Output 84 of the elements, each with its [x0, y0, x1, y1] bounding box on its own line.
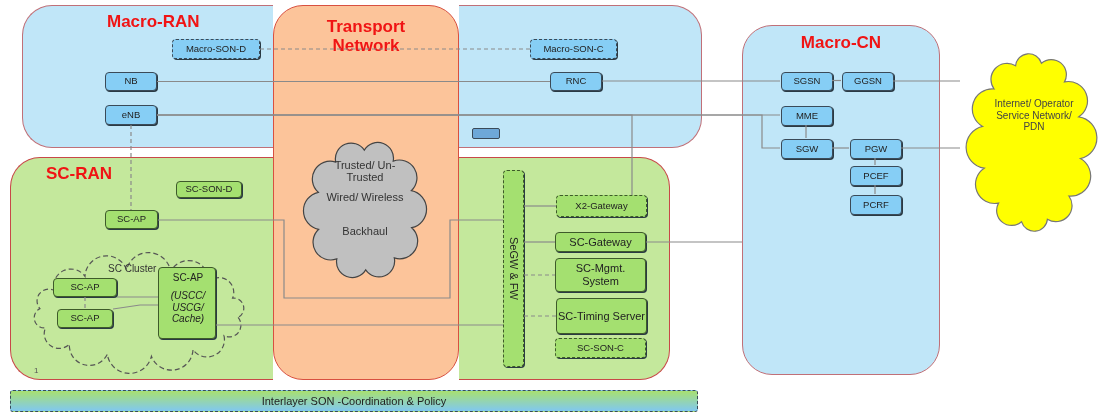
box-label: Macro-SON-C — [543, 43, 604, 55]
network-element-box — [850, 195, 902, 215]
link-line — [157, 219, 504, 299]
box-label: PCEF — [863, 170, 889, 182]
link-line — [112, 304, 159, 310]
box-label: PCRF — [863, 199, 889, 211]
network-element-box — [53, 278, 117, 297]
link-line — [156, 80, 551, 83]
box-label: SC-Gateway — [569, 235, 632, 249]
link-line — [601, 80, 781, 82]
domain-heading: SC-RAN — [46, 165, 113, 184]
link-line — [874, 184, 876, 195]
box-label: SC-SON-C — [577, 342, 624, 354]
link-line — [892, 80, 961, 82]
access-point-box — [158, 267, 216, 339]
dashed-link-line — [84, 296, 86, 310]
domain-heading: Macro-RAN — [107, 13, 200, 32]
cloud-label: SC Cluster — [108, 263, 157, 275]
network-element-box — [555, 258, 646, 292]
box-label: PGW — [864, 143, 888, 155]
box-label: Macro-SON-D — [185, 43, 247, 55]
network-element-box — [105, 72, 157, 91]
cloud-label: Trusted/ Un-Trusted — [333, 159, 397, 183]
network-element-box — [842, 72, 894, 91]
network-element-box — [781, 106, 833, 126]
network-domain-panel — [273, 5, 459, 380]
box-label: SC-Mgmt. System — [574, 262, 627, 288]
network-element-box — [550, 72, 602, 91]
box-label: X2-Gateway — [575, 200, 628, 212]
box-sublabel: (USCC/ USCG/ Cache) — [169, 290, 207, 325]
page-number: 1 — [34, 366, 39, 375]
box-label: NB — [124, 76, 138, 87]
son-function-box — [172, 39, 260, 59]
box-label: GGSN — [854, 76, 882, 87]
box-label: MME — [795, 110, 819, 122]
box-label: SC-SON-D — [185, 184, 233, 195]
cloud-label: Backhaul — [341, 225, 389, 237]
cloud-label: Wired/ Wireless — [325, 191, 405, 203]
network-element-box — [555, 232, 646, 252]
box-label: SC-Timing Server — [558, 309, 645, 323]
small-box — [472, 128, 500, 139]
domain-heading: Transport Network — [325, 18, 407, 56]
network-domain-panel — [742, 25, 940, 375]
network-element-box — [850, 139, 902, 159]
network-element-box — [781, 72, 833, 91]
box-label: Interlayer SON -Coordination & Policy — [261, 394, 447, 408]
network-element-box — [105, 210, 158, 229]
policy-bar — [10, 390, 698, 412]
network-element-box — [781, 139, 833, 159]
box-label: eNB — [121, 109, 141, 121]
cloud-label: Internet/ Operator Service Network/ PDN — [993, 98, 1075, 133]
domain-heading: Macro-CN — [800, 34, 882, 53]
network-element-box — [57, 309, 113, 328]
box-label: SeGW & FW — [507, 237, 520, 300]
link-line — [215, 324, 504, 326]
network-element-box — [176, 181, 242, 198]
network-element-box — [556, 195, 647, 217]
son-function-box — [530, 39, 617, 59]
box-label: SC-AP — [171, 272, 205, 284]
link-line — [645, 241, 743, 243]
link-line — [116, 296, 159, 298]
box-label: SGW — [795, 143, 819, 155]
dashed-link-line — [130, 124, 132, 211]
dashed-link-line — [523, 274, 556, 276]
box-label: SC-AP — [70, 282, 100, 293]
box-label: SC-AP — [70, 313, 100, 324]
link-line — [805, 124, 807, 139]
link-line — [831, 79, 842, 82]
network-element-box — [850, 166, 902, 186]
box-label: RNC — [565, 76, 587, 87]
dashed-link-line — [259, 48, 531, 50]
link-line — [523, 205, 557, 207]
link-line — [156, 114, 633, 196]
link-line — [900, 147, 961, 149]
network-element-box — [555, 338, 646, 358]
link-line — [523, 241, 556, 243]
dashed-link-line — [523, 315, 557, 317]
security-gateway-bar — [503, 170, 524, 367]
box-label: SGSN — [793, 76, 821, 87]
network-element-box — [556, 298, 647, 334]
network-element-box — [105, 105, 157, 125]
link-line — [831, 147, 850, 149]
link-line — [874, 157, 876, 166]
box-label: SC-AP — [116, 214, 146, 225]
